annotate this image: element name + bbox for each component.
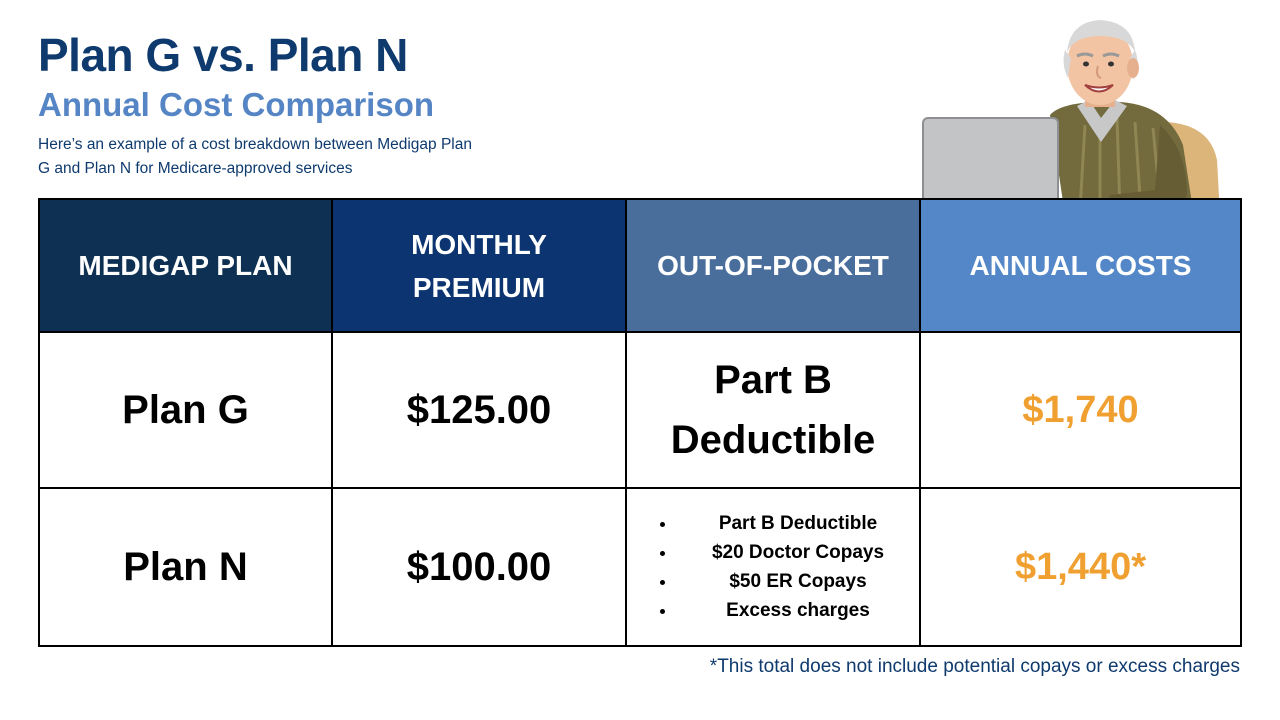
header-out-of-pocket: OUT-OF-POCKET — [625, 198, 921, 333]
monthly-premium-cell: $125.00 — [331, 331, 627, 489]
plan-name-cell: Plan G — [38, 331, 333, 489]
plan-name-cell: Plan N — [38, 487, 333, 647]
page-description: Here’s an example of a cost breakdown be… — [38, 136, 472, 177]
annual-cost-cell: $1,740 — [919, 331, 1242, 489]
list-item: $20 Doctor Copays — [677, 538, 919, 567]
out-of-pocket-cell: Part B Deductible — [625, 331, 921, 489]
header-monthly-premium: MONTHLY PREMIUM — [331, 198, 627, 333]
header-annual-costs: ANNUAL COSTS — [919, 198, 1242, 333]
annual-cost-cell: $1,440* — [919, 487, 1242, 647]
out-of-pocket-cell: Part B Deductible $20 Doctor Copays $50 … — [625, 487, 921, 647]
footnote: *This total does not include potential c… — [709, 656, 1240, 677]
out-of-pocket-list: Part B Deductible $20 Doctor Copays $50 … — [627, 509, 919, 625]
comparison-table: MEDIGAP PLAN MONTHLY PREMIUM OUT-OF-POCK… — [38, 198, 1242, 647]
header-monthly-premium-label: MONTHLY PREMIUM — [411, 228, 547, 303]
page-title: Plan G vs. Plan N — [38, 29, 408, 81]
out-of-pocket-text: Part B Deductible — [670, 358, 876, 462]
page-subtitle: Annual Cost Comparison — [38, 86, 435, 123]
list-item: $50 ER Copays — [677, 567, 919, 596]
header-medigap-plan: MEDIGAP PLAN — [38, 198, 333, 333]
list-item: Excess charges — [677, 596, 919, 625]
list-item: Part B Deductible — [677, 509, 919, 538]
table-row: Plan N $100.00 Part B Deductible $20 Doc… — [38, 487, 1242, 647]
table-header-row: MEDIGAP PLAN MONTHLY PREMIUM OUT-OF-POCK… — [38, 198, 1242, 333]
monthly-premium-cell: $100.00 — [331, 487, 627, 647]
table-row: Plan G $125.00 Part B Deductible $1,740 — [38, 331, 1242, 489]
